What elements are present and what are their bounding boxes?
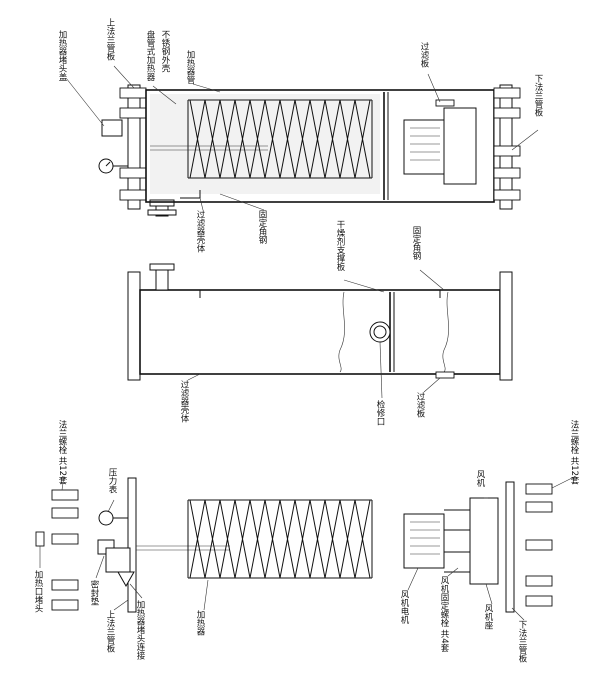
- top-view-assembly: [98, 84, 521, 217]
- fan-motor-top: [403, 119, 445, 175]
- bottom-upper-flange-plate: [127, 477, 137, 613]
- bottom-view-exploded: [35, 477, 553, 613]
- label-filter-plate-middle: 过滤板: [415, 391, 425, 418]
- middle-shell-body: [139, 289, 501, 375]
- label-heater-stopper-cover: 加热器堵头盖: [57, 29, 67, 81]
- label-fixed-angle-steel-middle: 固定角钢: [411, 226, 421, 261]
- label-heater-element: 加热器: [195, 609, 205, 636]
- top-bolts-group: [35, 489, 79, 611]
- label-filter-shell-body-top: 过滤器壳体: [195, 209, 205, 253]
- fan-base: [469, 497, 499, 585]
- label-dry-filter-support: 干燥剂支撑板: [335, 220, 345, 272]
- bottom-nozzle-flange: [149, 199, 175, 207]
- label-fan-fixing-bolts: 风机固定螺栓 共4套: [439, 576, 449, 653]
- label-sealing-gasket: 密封垫: [89, 579, 99, 605]
- inspection-port: [369, 321, 391, 343]
- label-fan: 风机: [475, 470, 485, 488]
- heater-element-coil: [187, 499, 373, 579]
- fan-motor-bottom: [403, 513, 445, 569]
- label-fixed-angle-steel-top: 固定角钢: [257, 210, 267, 245]
- coil-tube-heater-top: [187, 99, 373, 179]
- label-flange-bolts-top: 法兰螺栓 共12套: [57, 419, 67, 485]
- label-upper-flange-tube-plate-bottom: 上法兰管板: [105, 610, 115, 653]
- middle-view-shell: [127, 263, 513, 381]
- label-filter-shell-body-middle: 过滤器壳体: [179, 379, 189, 423]
- label-heater-stopper-connection: 加热器堵头连接: [135, 599, 145, 660]
- label-coil-tube-heater: 盘管式加热器: [145, 29, 155, 82]
- pressure-gauge-bottom: [98, 510, 114, 526]
- heater-stopper-cover: [101, 119, 123, 137]
- label-inspection-port: 检修口: [375, 399, 385, 425]
- bottom-bolts-group: [525, 483, 553, 607]
- label-stainless-steel-shell: 不锈钢外壳: [160, 30, 170, 73]
- middle-left-flange: [127, 271, 141, 381]
- bottom-view-labels: 法兰螺栓 共12套 压力表 加热口堵头 密封垫 上法兰管板 加热器堵头连接 加热…: [33, 419, 579, 663]
- label-lower-flange-tube-plate-bottom: 下法兰管板: [517, 620, 527, 663]
- label-heater-plug-head: 加热口堵头: [33, 569, 43, 613]
- label-fan-motor: 风机电机: [399, 590, 409, 625]
- label-lower-flange-tube-plate-top: 下法兰管板: [533, 74, 543, 117]
- label-flange-bolts-bottom: 法兰螺栓 共12套: [569, 419, 579, 485]
- label-filter-plate-top: 过滤板: [419, 41, 429, 68]
- label-fan-base: 风机座: [483, 604, 493, 630]
- heater-stopper-connection: [105, 547, 131, 573]
- label-pressure-gauge: 压力表: [107, 468, 117, 494]
- right-flange-bolts: [493, 87, 521, 201]
- bottom-lower-flange-plate: [505, 481, 515, 613]
- middle-right-flange: [499, 271, 513, 381]
- label-upper-flange-tube-plate: 上法兰管板: [105, 18, 115, 61]
- middle-view-labels: 干燥剂支撑板 固定角钢 过滤器壳体 检修口 过滤板: [179, 220, 445, 426]
- label-heater-tube: 加热器管: [185, 49, 195, 85]
- top-view-labels: 加热器堵头盖 上法兰管板 盘管式加热器 不锈钢外壳 加热器管 过滤器壳体 固定角…: [57, 18, 543, 253]
